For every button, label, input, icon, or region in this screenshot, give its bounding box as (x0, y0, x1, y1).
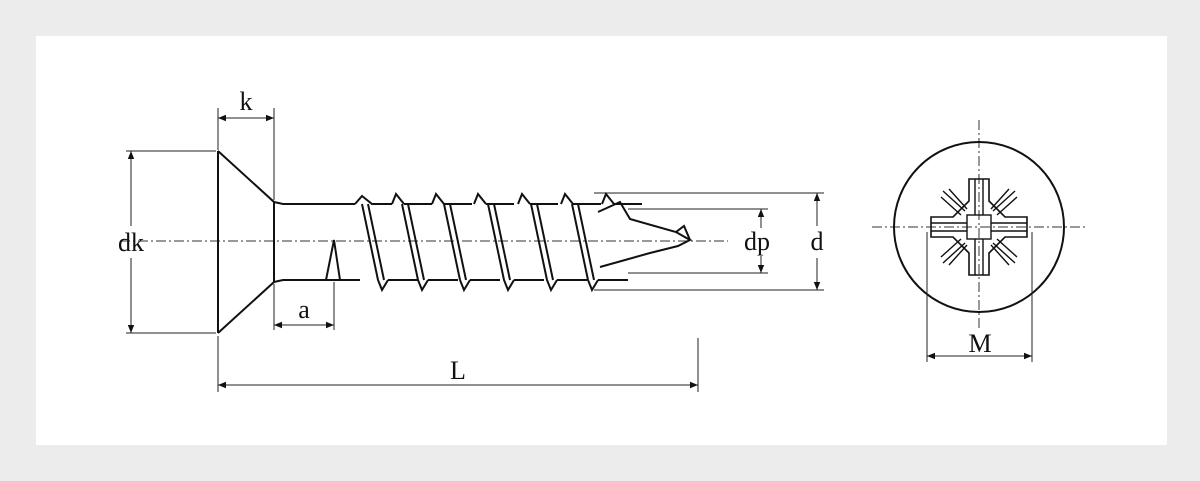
screw-tip (597, 200, 693, 268)
label-M: M (968, 329, 991, 358)
shank-top (273, 201, 355, 205)
head-circle (893, 141, 1065, 313)
tip-point (675, 224, 691, 241)
label-d: d (811, 227, 824, 256)
label-dp: dp (744, 227, 770, 256)
thread-top-1 (354, 194, 392, 205)
dimensions: k dk a L dp d (118, 87, 824, 392)
head-cone (217, 150, 275, 334)
label-k: k (240, 87, 253, 116)
label-dk: dk (118, 228, 144, 257)
thread-lines (325, 192, 642, 293)
screw-side-view (120, 150, 728, 334)
thread-crests (325, 192, 642, 293)
pozidriv-recess-icon (930, 178, 1028, 276)
label-a: a (298, 295, 310, 324)
label-L: L (450, 356, 466, 385)
shank-bottom (273, 279, 334, 283)
screw-head-end-view: M (872, 120, 1086, 362)
